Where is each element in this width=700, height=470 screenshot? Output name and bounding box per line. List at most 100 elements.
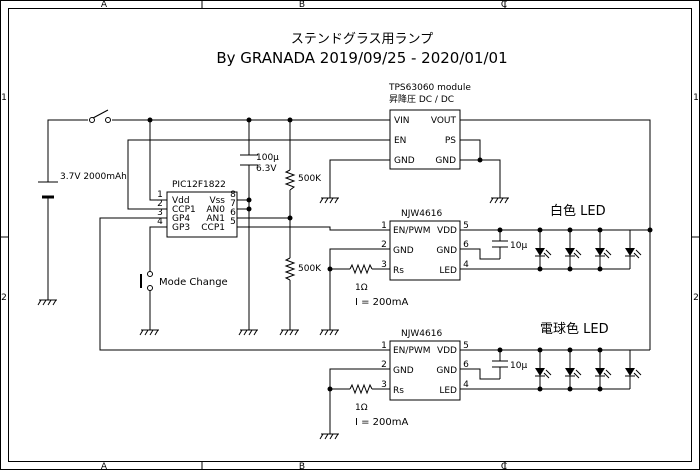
mode-switch-label: Mode Change (159, 277, 228, 288)
driver-1-pin-4-name: LED (439, 266, 457, 276)
led-driver-white: NJW4616 EN/PWM VDD GND GND Rs LED 1 2 3 … (381, 209, 469, 281)
ground-icon (489, 189, 510, 204)
mode-switch (140, 271, 153, 291)
mcu-pin-8-num: 8 (230, 190, 236, 200)
driver-2-rs-resistor (349, 383, 373, 395)
frame-row-2-right: 2 (693, 293, 699, 303)
driver-2-cap-label: 10μ (510, 361, 527, 371)
dcdc-pin-gnd-right: GND (435, 156, 456, 166)
frame-col-c-top: C (501, 0, 507, 10)
driver-1-pin-6-name: GND (436, 246, 457, 256)
dcdc-pin-gnd-left: GND (394, 156, 415, 166)
mcu-pin-4-num: 4 (157, 217, 163, 227)
resistor-bottom (284, 257, 296, 281)
driver-1-pin-3-name: Rs (393, 266, 404, 276)
warm-led-string (534, 350, 642, 389)
driver-1-cap-label: 10μ (510, 241, 527, 251)
led-driver-warm: NJW4616 EN/PWM VDD GND GND Rs LED 1 2 3 … (381, 329, 469, 401)
frame-col-a-top: A (101, 0, 108, 10)
driver-2-pin-4-name: LED (439, 386, 457, 396)
driver-2-cap (492, 360, 508, 368)
ground-icon (279, 321, 300, 336)
driver-2-ic: NJW4616 (401, 329, 442, 339)
frame-row-2-left: 2 (1, 293, 7, 303)
dcdc-module: TPS63060 module 昇降圧 DC / DC VIN VOUT EN … (388, 83, 471, 170)
driver-2-pin-4-num: 4 (463, 380, 469, 390)
driver-1-pin-6-num: 6 (463, 240, 469, 250)
wires (47, 119, 651, 426)
driver-2-pin-2-num: 2 (381, 360, 387, 370)
battery-symbol (38, 181, 58, 199)
warm-led-1 (534, 367, 552, 379)
mcu-pin-3-num: 3 (157, 208, 163, 218)
capacitor-100u (240, 154, 258, 166)
ground-icon (238, 321, 259, 336)
mcu-pin-7-num: 7 (230, 199, 236, 209)
white-led-2 (564, 247, 582, 259)
white-led-3 (594, 247, 612, 259)
ground-icon (319, 321, 340, 336)
ground-icon (37, 291, 58, 306)
mcu-pin-8-name: Vss (209, 196, 225, 206)
resistor-top-label: 500K (298, 174, 322, 184)
frame-col-b-top: B (299, 0, 305, 10)
mcu-name: PIC12F1822 (172, 180, 226, 190)
driver-2-current: I = 200mA (355, 417, 409, 428)
dcdc-pin-ps: PS (445, 136, 456, 146)
dcdc-pin-en: EN (394, 136, 406, 146)
driver-1-rs-label: 1Ω (355, 283, 368, 293)
mcu-pic12f1822: PIC12F1822 1 2 3 4 Vdd CCP1 GP4 GP3 Vss … (157, 180, 238, 238)
ground-icon (139, 321, 160, 336)
driver-2-pin-5-name: VDD (437, 346, 457, 356)
driver-1-pin-4-num: 4 (463, 260, 469, 270)
mcu-pin-1-name: Vdd (172, 196, 190, 206)
title-line-2: By GRANADA 2019/09/25 - 2020/01/01 (216, 49, 507, 67)
mcu-pin-4-name: GP3 (172, 223, 190, 233)
frame-row-1-left: 1 (1, 93, 7, 103)
frame-col-a-bottom: A (101, 462, 108, 470)
frame-col-b-bottom: B (299, 462, 305, 470)
mcu-pin-6-name: AN1 (206, 214, 225, 224)
mcu-pin-2-num: 2 (157, 199, 163, 209)
mcu-pin-7-name: AN0 (206, 205, 225, 215)
mcu-pin-3-name: GP4 (172, 214, 190, 224)
mcu-pin-5-name: CCP1 (201, 223, 225, 233)
mcu-pin-2-name: CCP1 (172, 205, 196, 215)
dcdc-module-name: TPS63060 module (388, 83, 471, 93)
battery-label: 3.7V 2000mAh (60, 172, 127, 182)
driver-2-pin-6-num: 6 (463, 360, 469, 370)
warm-led-2 (564, 367, 582, 379)
warm-led-label: 電球色 LED (540, 321, 609, 337)
driver-1-pin-1-num: 1 (381, 221, 387, 231)
driver-2-pin-5-num: 5 (463, 341, 469, 351)
frame-row-1-right: 1 (693, 93, 699, 103)
white-led-label: 白色 LED (550, 203, 606, 219)
driver-1-rs-resistor (349, 263, 373, 275)
driver-2-pin-3-name: Rs (393, 386, 404, 396)
warm-led-3 (594, 367, 612, 379)
warm-led-4 (624, 367, 642, 379)
driver-2-rs-label: 1Ω (355, 403, 368, 413)
driver-2-pin-3-num: 3 (381, 380, 387, 390)
driver-2-pin-6-name: GND (436, 366, 457, 376)
power-switch (89, 109, 111, 123)
driver-1-cap (492, 240, 508, 248)
capacitor-main-value: 100μ (256, 153, 279, 163)
driver-1-pin-2-name: GND (393, 246, 414, 256)
driver-1-pin-3-num: 3 (381, 260, 387, 270)
driver-1-pin-2-num: 2 (381, 240, 387, 250)
driver-2-pin-2-name: GND (393, 366, 414, 376)
frame-col-c-bottom: C (501, 462, 507, 470)
mcu-pin-1-num: 1 (157, 190, 163, 200)
ground-icon (319, 189, 340, 204)
resistor-bottom-label: 500K (298, 264, 322, 274)
white-led-string (534, 230, 642, 269)
driver-1-current: I = 200mA (355, 297, 409, 308)
driver-1-pin-5-num: 5 (463, 221, 469, 231)
dcdc-module-subtitle: 昇降圧 DC / DC (389, 93, 454, 105)
ground-icon (319, 425, 340, 440)
dcdc-pin-vin: VIN (394, 116, 410, 126)
driver-1-pin-5-name: VDD (437, 226, 457, 236)
